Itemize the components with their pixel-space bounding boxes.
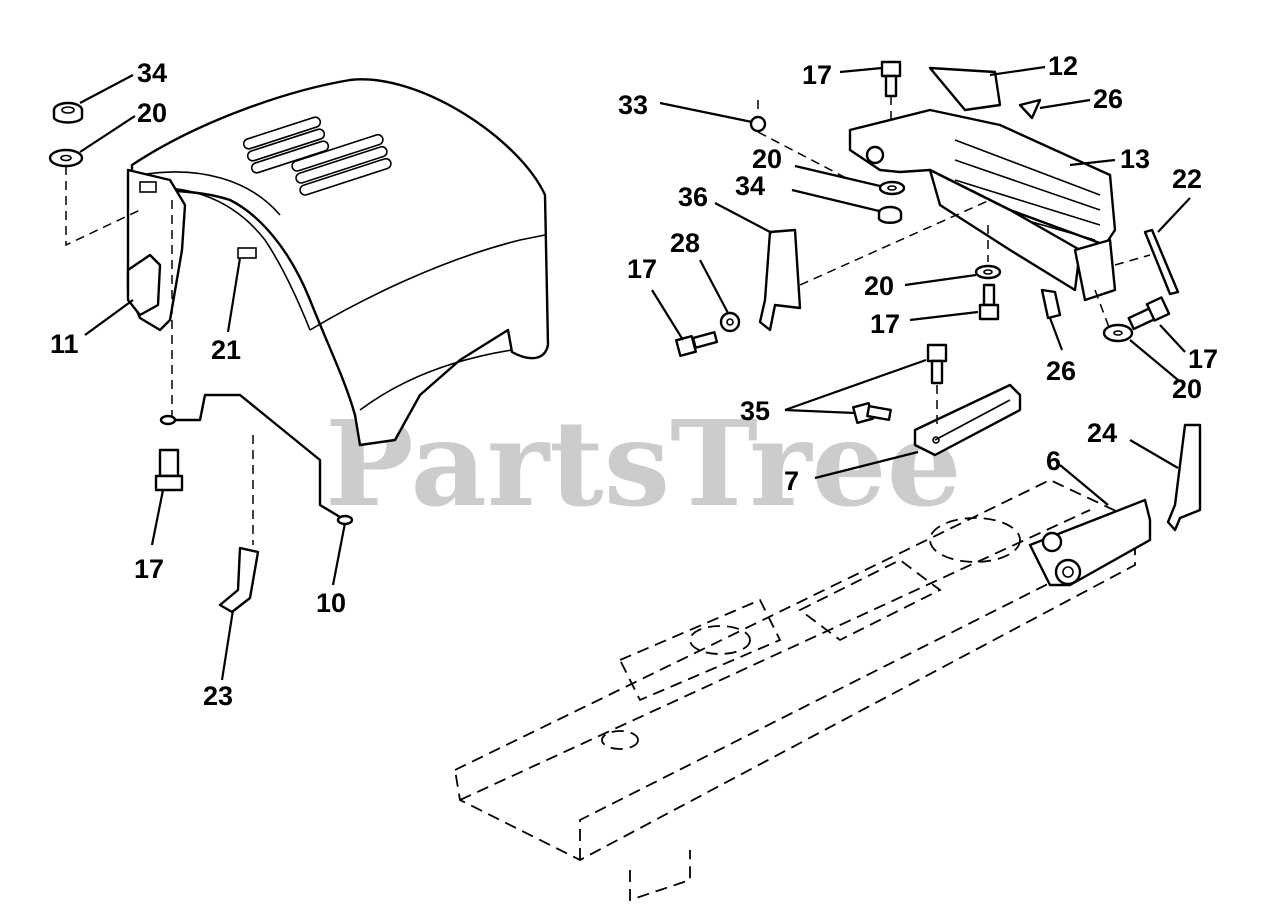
callout-17-rod: 17 (134, 554, 164, 584)
bolt-17-grille (675, 331, 719, 357)
axle-bracket-6 (1028, 498, 1152, 587)
callout-34-mid: 34 (735, 171, 765, 201)
bracket-24 (1166, 423, 1202, 532)
bolt-17-lower (978, 283, 1000, 321)
callout-22: 22 (1172, 164, 1202, 194)
bolt-17-right (1127, 296, 1171, 331)
chassis-frame (454, 479, 1136, 902)
nut-34-left (52, 101, 84, 124)
callout-17-lower: 17 (870, 309, 900, 339)
washer-20-mid (878, 180, 906, 196)
callout-12: 12 (1048, 51, 1078, 81)
callout-34-left: 34 (137, 58, 167, 88)
washer-28 (719, 311, 741, 333)
callout-35: 35 (740, 396, 770, 426)
nut-34-mid (877, 205, 903, 224)
callout-17-grille: 17 (627, 254, 657, 284)
plate-12 (928, 66, 1002, 112)
callout-20-lower: 20 (864, 271, 894, 301)
callout-11: 11 (50, 329, 79, 359)
callout-36: 36 (678, 182, 708, 212)
grille-13 (848, 108, 1117, 302)
clip-26-top (1018, 98, 1042, 120)
bolt-35-b (852, 402, 892, 424)
callout-20-mid: 20 (752, 144, 782, 174)
callout-17-right: 17 (1188, 344, 1218, 374)
callout-10: 10 (316, 588, 346, 618)
leader-lines (79, 65, 1191, 681)
callout-6: 6 (1046, 446, 1061, 476)
callout-28: 28 (670, 228, 700, 258)
callout-7: 7 (784, 466, 799, 496)
bolt-17-top (880, 60, 902, 98)
callout-17-top: 17 (802, 60, 832, 90)
hood-assembly (126, 78, 550, 447)
callout-33: 33 (618, 90, 648, 120)
bracket-36 (758, 228, 802, 332)
callout-23: 23 (203, 681, 233, 711)
callout-21: 21 (211, 335, 241, 365)
washer-20-left (48, 148, 84, 168)
bracket-7 (913, 383, 1022, 457)
callout-26-top: 26 (1093, 84, 1123, 114)
callout-20-right: 20 (1172, 374, 1202, 404)
strip-22 (1143, 228, 1180, 296)
washer-20-lower (974, 264, 1002, 280)
callout-24: 24 (1087, 418, 1117, 448)
callout-26-bottom: 26 (1046, 356, 1076, 386)
callout-13: 13 (1120, 144, 1150, 174)
washer-20-right (1102, 323, 1134, 343)
clip-23 (218, 546, 260, 614)
bolt-17-left (154, 448, 184, 492)
ball-33 (749, 115, 767, 133)
bolt-35-a (926, 343, 948, 385)
callout-labels: 34 20 11 21 17 10 23 33 17 12 26 13 20 3… (50, 51, 1218, 711)
clip-26-bottom (1040, 288, 1062, 320)
callout-20-left: 20 (137, 98, 167, 128)
support-rod-10 (159, 393, 354, 526)
